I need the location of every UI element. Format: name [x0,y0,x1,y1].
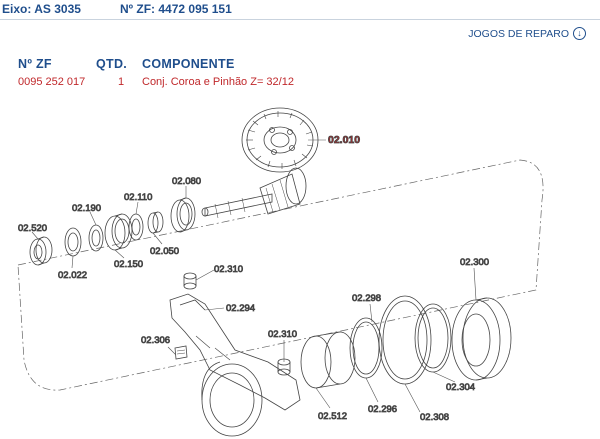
part-label-02010[interactable]: 02.010 [328,134,361,147]
assembly-outline [17,159,544,391]
cell-component: Conj. Coroa e Pinhão Z= 32/12 [142,76,294,88]
part-label-02520[interactable]: 02.520 [18,223,48,235]
parts-table-header: Nº ZF QTD. COMPONENTE [18,57,438,71]
part-label-02022[interactable]: 02.022 [58,270,88,282]
carrier-housing-part[interactable] [169,293,301,437]
part-label-02050[interactable]: 02.050 [150,246,180,258]
column-header-zf: Nº ZF [18,57,52,71]
pinion-shaft-part[interactable] [201,167,307,219]
part-label-02298[interactable]: 02.298 [352,293,382,305]
part-label-02306[interactable]: 02.306 [141,335,171,347]
spacer-part-02050[interactable] [147,211,164,234]
bearing-part-02080[interactable] [170,197,196,233]
part-label-02310-lower[interactable]: 02.310 [268,329,298,341]
bearing-part-02150[interactable] [104,213,133,251]
table-row[interactable]: 0095 252 017 1 Conj. Coroa e Pinhão Z= 3… [18,71,438,88]
header-bar: Eixo: AS 3035 Nº ZF: 4472 095 151 [0,0,600,20]
part-label-02310-upper[interactable]: 02.310 [214,264,244,276]
part-label-02150[interactable]: 02.150 [114,259,144,271]
cell-zf: 0095 252 017 [18,76,86,88]
leader-lines [31,139,477,413]
nut-part-02520[interactable] [29,236,53,266]
crown-gear-part[interactable] [241,107,319,173]
part-label-02296[interactable]: 02.296 [368,404,398,416]
down-arrow-circle-icon: ↓ [573,27,586,40]
cell-qty: 1 [118,76,125,88]
part-label-02300[interactable]: 02.300 [460,257,490,269]
part-label-02080[interactable]: 02.080 [172,176,202,188]
repair-kits-label: JOGOS DE REPARO [468,27,569,40]
part-label-02512[interactable]: 02.512 [318,411,348,423]
washer-part-02022[interactable] [64,227,82,257]
snap-ring-part-02296[interactable] [349,317,383,379]
o-ring-part-02308[interactable] [414,303,452,373]
screw-part-02306[interactable] [174,345,188,360]
part-label-02110[interactable]: 02.110 [124,192,153,204]
exploded-parts-diagram: 02.010 02.080 02.110 02.190 02.520 02.05… [17,107,544,437]
bushing-part-02310-upper[interactable] [183,272,197,290]
cover-part-02300[interactable] [451,297,512,381]
column-header-qty: QTD. [96,57,128,71]
column-header-component: COMPONENTE [142,57,235,71]
ring-part-02190[interactable] [88,224,104,252]
sleeve-part-02512[interactable] [300,331,356,389]
repair-kits-link[interactable]: JOGOS DE REPARO ↓ [468,27,586,40]
part-label-02294[interactable]: 02.294 [226,303,256,315]
part-label-02304[interactable]: 02.304 [446,382,476,394]
axle-title: Eixo: AS 3035 [2,2,81,16]
part-label-02190[interactable]: 02.190 [72,203,102,215]
parts-table: Nº ZF QTD. COMPONENTE 0095 252 017 1 Con… [18,57,438,88]
part-label-02308[interactable]: 02.308 [420,412,450,424]
zf-number-title: Nº ZF: 4472 095 151 [120,2,232,16]
bearing-part-02110[interactable] [128,213,144,241]
